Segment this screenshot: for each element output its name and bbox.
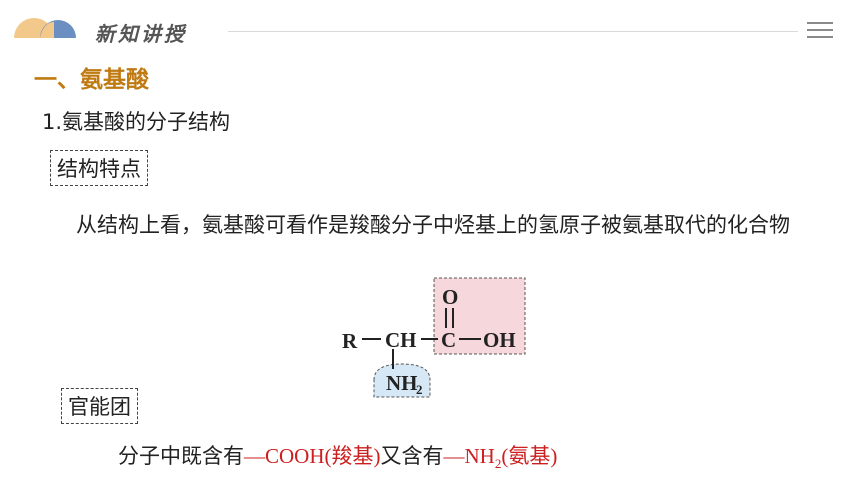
functional-prefix: 分子中既含有 xyxy=(118,444,244,468)
amino-subscript: 2 xyxy=(416,382,423,397)
header: 新知讲授 xyxy=(0,0,860,62)
r-group: R xyxy=(342,329,358,353)
section-title: 一、氨基酸 xyxy=(34,67,149,93)
hydroxyl-oh: OH xyxy=(483,328,516,352)
functional-group-label: 官能团 xyxy=(61,388,138,424)
amino-text-suffix: (氨基) xyxy=(501,444,558,468)
amino-text: —NH xyxy=(443,444,495,468)
paragraph: 从结构上看，氨基酸可看作是羧酸分子中烃基上的氢原子被氨基取代的化合物 xyxy=(44,208,829,242)
header-title: 新知讲授 xyxy=(95,22,187,46)
header-divider xyxy=(228,31,798,32)
carboxyl-highlight xyxy=(433,277,526,355)
ch-group: CH xyxy=(385,328,417,352)
amino-acid-structure: R CH C O OH NH 2 xyxy=(342,277,526,398)
functional-middle: 又含有 xyxy=(380,444,444,468)
menu-icon[interactable] xyxy=(807,22,833,40)
structure-label: 结构特点 xyxy=(50,150,148,186)
logo-icon xyxy=(14,18,76,38)
carbonyl-c: C xyxy=(441,328,456,352)
amino-highlight xyxy=(373,363,431,398)
amino-nh: NH xyxy=(386,371,418,395)
paragraph-text: 从结构上看，氨基酸可看作是羧酸分子中烃基上的氢原子被氨基取代的化合物 xyxy=(76,213,790,237)
functional-group-description: 分子中既含有—COOH(羧基)又含有—NH2(氨基) xyxy=(118,440,557,472)
subsection-title: 1.氨基酸的分子结构 xyxy=(42,110,231,134)
carbonyl-o: O xyxy=(442,285,458,309)
carboxyl-text: —COOH(羧基) xyxy=(244,444,381,468)
amino-text-subscript: 2 xyxy=(494,456,502,472)
